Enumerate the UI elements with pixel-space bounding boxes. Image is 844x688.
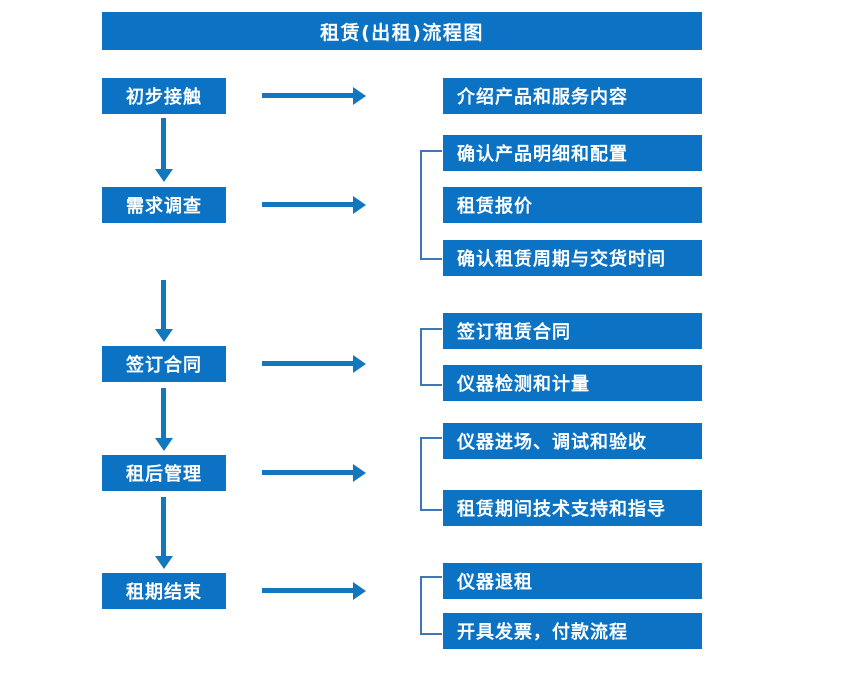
detail-box-instrument-inspection[interactable]: 仪器检测和计量 (443, 365, 702, 401)
down-arrow-icon-stage3-to-stage4 (155, 388, 173, 451)
detail-box-confirm-product-details[interactable]: 确认产品明细和配置 (443, 135, 702, 171)
down-arrow-icon-stage1-to-stage2 (155, 118, 173, 182)
detail-box-technical-support[interactable]: 租赁期间技术支持和指导 (443, 490, 702, 526)
diagram-title: 租赁(出租)流程图 (102, 12, 702, 50)
detail-box-sign-lease-contract[interactable]: 签订租赁合同 (443, 313, 702, 349)
detail-box-lease-quotation[interactable]: 租赁报价 (443, 187, 702, 223)
group-bracket-icon-stage3 (420, 328, 442, 386)
down-arrow-icon-stage4-to-stage5 (155, 497, 173, 569)
detail-box-instrument-entry-commission[interactable]: 仪器进场、调试和验收 (443, 423, 702, 459)
right-arrow-icon-stage2 (262, 196, 366, 214)
group-bracket-icon-stage4 (420, 437, 442, 511)
stage-box-post-lease-management[interactable]: 租后管理 (102, 455, 226, 491)
right-arrow-icon-stage5 (262, 582, 366, 600)
group-bracket-icon-stage2 (420, 150, 442, 260)
stage-box-lease-end[interactable]: 租期结束 (102, 573, 226, 609)
detail-box-invoice-payment[interactable]: 开具发票，付款流程 (443, 613, 702, 649)
right-arrow-icon-stage4 (262, 464, 366, 482)
stage-box-demand-survey[interactable]: 需求调查 (102, 187, 226, 223)
right-arrow-icon-stage3 (262, 355, 366, 373)
right-arrow-icon-stage1 (262, 87, 366, 105)
down-arrow-icon-stage2-to-stage3 (155, 280, 173, 342)
group-bracket-icon-stage5 (420, 576, 442, 635)
detail-box-introduce-products[interactable]: 介绍产品和服务内容 (443, 78, 702, 114)
stage-box-sign-contract[interactable]: 签订合同 (102, 346, 226, 382)
detail-box-instrument-return[interactable]: 仪器退租 (443, 563, 702, 599)
detail-box-confirm-lease-period[interactable]: 确认租赁周期与交货时间 (443, 240, 702, 276)
stage-box-initial-contact[interactable]: 初步接触 (102, 78, 226, 114)
